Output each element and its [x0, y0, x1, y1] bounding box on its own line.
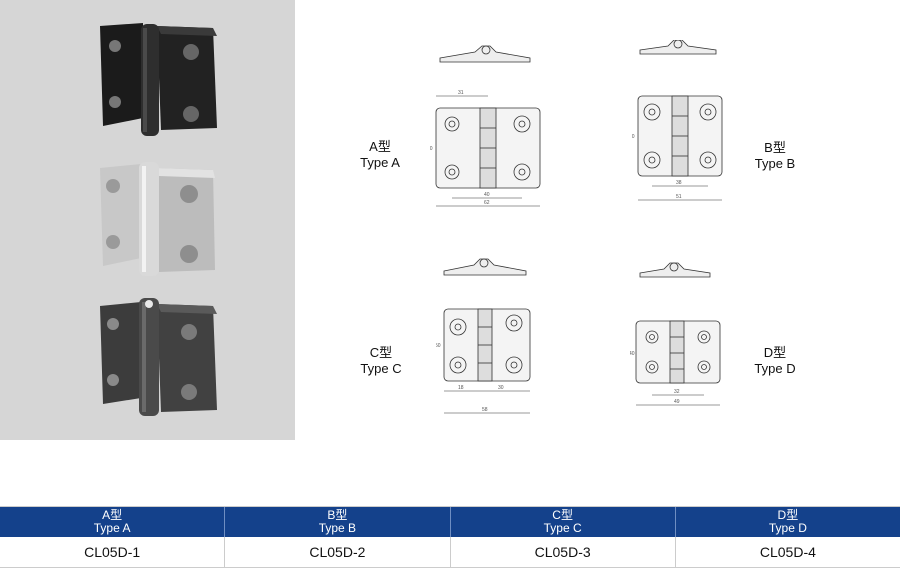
type-c-label: C型 Type C — [360, 345, 402, 376]
table-header-cell: B型 Type B — [225, 507, 451, 537]
product-photo-panel — [0, 0, 295, 440]
dim-d-w: 49 — [674, 399, 680, 405]
drawing-type-c: 18 30 58 50 — [436, 258, 531, 414]
drawing-type-a: 31 40 62 50 — [430, 45, 541, 207]
dim-c-h1: 50 — [436, 343, 441, 349]
model-cell: CL05D-3 — [451, 537, 676, 567]
dim-b-b: 38 — [676, 180, 682, 186]
hinge-photo-silver — [100, 162, 215, 276]
dim-c-w: 58 — [482, 407, 488, 413]
dim-d-b: 32 — [674, 389, 680, 395]
dim-a-b: 40 — [484, 192, 490, 198]
model-table: A型 Type A B型 Type B C型 Type C D型 Type D … — [0, 506, 900, 568]
dim-c-b2: 30 — [498, 385, 504, 391]
table-row: CL05D-1 CL05D-2 CL05D-3 CL05D-4 — [0, 537, 900, 568]
table-header-cell: C型 Type C — [451, 507, 676, 537]
hinge-photo-black — [100, 23, 217, 136]
dim-a-w: 62 — [484, 200, 490, 206]
model-cell: CL05D-2 — [225, 537, 451, 567]
drawing-type-d: 32 49 40 — [630, 262, 721, 406]
dim-a-h1: 50 — [430, 146, 433, 152]
dim-b-w: 51 — [676, 194, 682, 200]
type-d-label: D型 Type D — [754, 345, 796, 376]
technical-drawings: 31 40 62 50 38 51 50 — [300, 0, 900, 440]
dim-b-h1: 50 — [632, 134, 635, 140]
dim-c-b1: 18 — [458, 385, 464, 391]
table-header-cell: A型 Type A — [0, 507, 226, 537]
type-a-label: A型 Type A — [360, 139, 400, 170]
model-cell: CL05D-1 — [0, 537, 226, 567]
drawing-type-b: 38 51 50 — [632, 40, 723, 201]
dim-a-w1: 31 — [458, 90, 464, 96]
table-header-cell: D型 Type D — [768, 508, 807, 535]
model-cell: CL05D-4 — [759, 544, 816, 560]
table-header: A型 Type A B型 Type B C型 Type C D型 Type D — [0, 507, 900, 537]
dim-d-h1: 40 — [630, 351, 635, 357]
type-b-label: B型 Type B — [754, 140, 796, 171]
hinge-photo-darkgrey — [100, 298, 217, 416]
